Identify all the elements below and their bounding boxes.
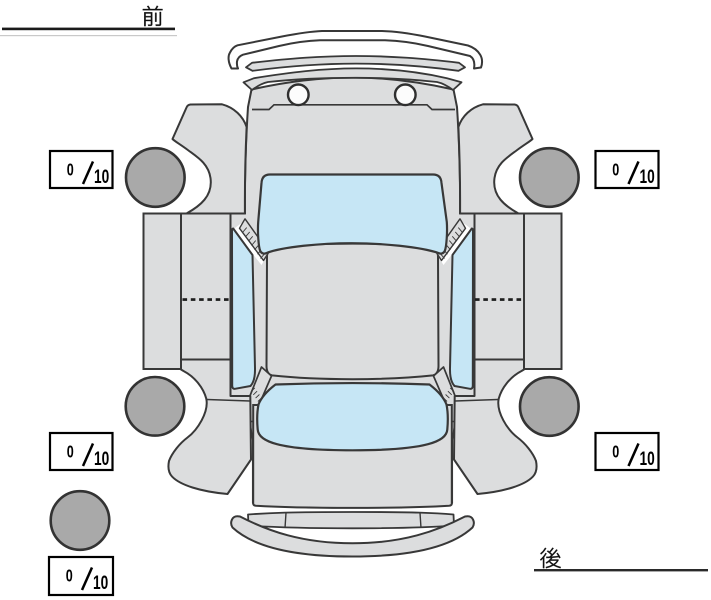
svg-text:0: 0 — [67, 443, 74, 463]
svg-text:0: 0 — [67, 161, 74, 181]
svg-text:10: 10 — [94, 448, 109, 470]
svg-text:10: 10 — [640, 166, 655, 188]
svg-text:10: 10 — [94, 166, 109, 188]
svg-text:10: 10 — [640, 448, 655, 470]
svg-text:10: 10 — [93, 572, 108, 594]
svg-text:0: 0 — [612, 443, 619, 463]
svg-text:0: 0 — [612, 161, 619, 181]
svg-text:0: 0 — [66, 567, 73, 587]
